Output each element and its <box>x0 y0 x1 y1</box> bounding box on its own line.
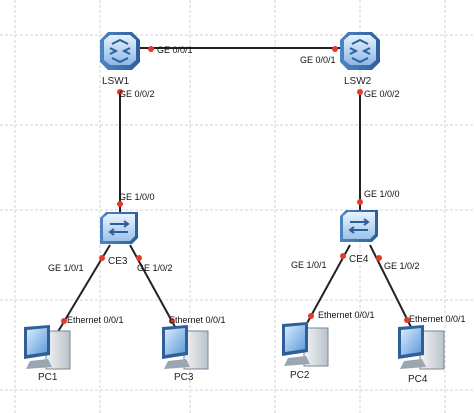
port-dot <box>357 199 363 205</box>
port-dot <box>308 313 314 319</box>
port-label-pc3-eth: Ethernet 0/0/1 <box>169 315 226 325</box>
device-label-pc1: PC1 <box>38 372 58 383</box>
pc2-computer[interactable] <box>282 322 329 367</box>
device-label-ce4: CE4 <box>349 254 369 265</box>
switch-arrows-icon <box>108 220 130 236</box>
port-label-ce3-ge102: GE 1/0/2 <box>137 263 173 273</box>
port-dot <box>148 46 154 52</box>
port-dot <box>169 318 175 324</box>
port-label-pc4-eth: Ethernet 0/0/1 <box>409 314 466 324</box>
port-dot <box>340 253 346 259</box>
port-label-lsw1-ge002: GE 0/0/2 <box>119 89 155 99</box>
device-label-lsw1: LSW1 <box>102 76 130 87</box>
port-dot <box>61 318 67 324</box>
port-label-pc1-eth: Ethernet 0/0/1 <box>67 315 124 325</box>
port-label-ce4-ge101: GE 1/0/1 <box>291 260 327 270</box>
pc3-computer[interactable] <box>162 325 209 370</box>
device-label-pc3: PC3 <box>174 372 194 383</box>
port-dot <box>117 89 123 95</box>
port-label-ce4-ge102: GE 1/0/2 <box>384 261 420 271</box>
port-label-lsw2-ge002: GE 0/0/2 <box>364 89 400 99</box>
port-dot <box>376 255 382 261</box>
port-dot <box>136 255 142 261</box>
device-label-pc4: PC4 <box>408 374 428 385</box>
port-dot <box>332 46 338 52</box>
port-dot <box>117 201 123 207</box>
ce3-switch[interactable] <box>100 212 138 244</box>
port-label-ce4-ge100: GE 1/0/0 <box>364 189 400 199</box>
switch-arrows-icon <box>348 218 370 234</box>
port-label-lsw1-ge001: GE 0/0/1 <box>157 45 193 55</box>
port-dot <box>357 89 363 95</box>
switch-arrows-icon <box>349 38 371 64</box>
lsw1-switch[interactable] <box>100 32 140 70</box>
port-label-ce3-ge101: GE 1/0/1 <box>48 263 84 273</box>
ce4-switch[interactable] <box>340 210 378 242</box>
device-label-pc2: PC2 <box>290 370 310 381</box>
switch-arrows-icon <box>109 38 131 64</box>
port-label-lsw2-ge001: GE 0/0/1 <box>300 55 336 65</box>
lsw2-switch[interactable] <box>340 32 380 70</box>
pc1-computer[interactable] <box>24 325 71 370</box>
pc4-computer[interactable] <box>398 325 445 370</box>
link-ce3-pc1 <box>49 244 111 346</box>
device-label-ce3: CE3 <box>108 256 128 267</box>
port-dot <box>99 255 105 261</box>
port-dots <box>61 46 410 324</box>
port-dot <box>404 317 410 323</box>
port-labels: GE 0/0/1 GE 0/0/1 GE 0/0/2 GE 0/0/2 GE 1… <box>48 45 466 325</box>
port-label-pc2-eth: Ethernet 0/0/1 <box>318 310 375 320</box>
port-label-ce3-ge100: GE 1/0/0 <box>119 192 155 202</box>
device-label-lsw2: LSW2 <box>344 76 372 87</box>
